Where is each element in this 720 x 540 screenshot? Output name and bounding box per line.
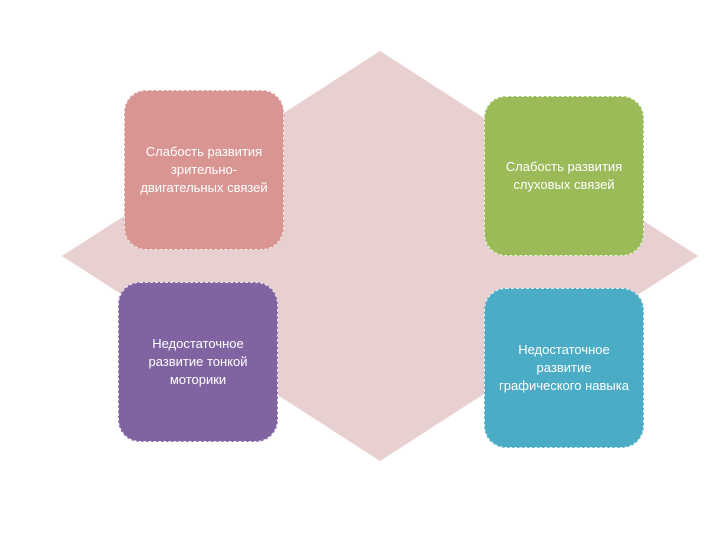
box-visual-motor-weakness: Слабость развития зрительно-двигательных… <box>124 90 284 250</box>
box-label: Недостаточное развитие тонкой моторики <box>148 336 248 387</box>
box-fine-motor-underdevelopment: Недостаточное развитие тонкой моторики <box>118 282 278 442</box>
box-label: Недостаточное развитие графического навы… <box>499 342 629 393</box>
box-label: Слабость развития зрительно-двигательных… <box>140 144 268 195</box>
box-auditory-weakness: Слабость развития слуховых связей <box>484 96 644 256</box>
box-graphic-skill-underdevelopment: Недостаточное развитие графического навы… <box>484 288 644 448</box>
box-label: Слабость развития слуховых связей <box>505 159 623 192</box>
